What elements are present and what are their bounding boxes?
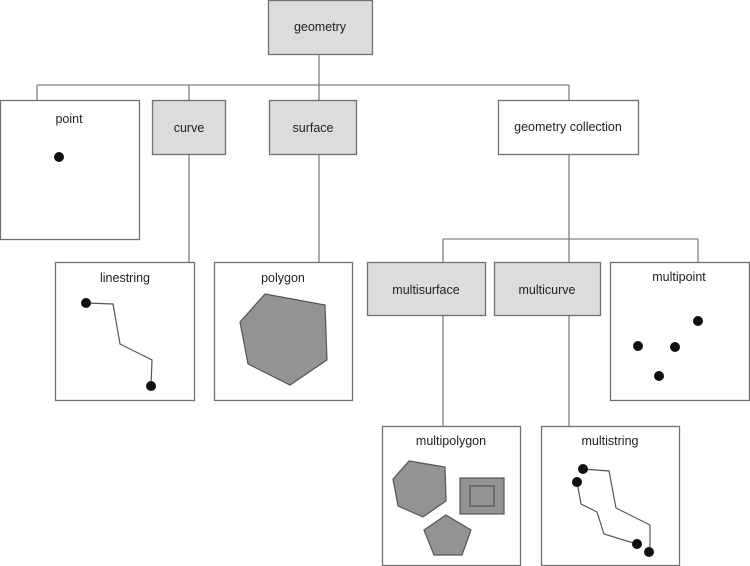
polygon-shape <box>239 293 328 386</box>
multistring-dot <box>644 547 654 557</box>
node-curve-label: curve <box>174 121 205 135</box>
node-multistring-label: multistring <box>582 434 639 448</box>
node-geometry-label: geometry <box>294 20 347 34</box>
node-geometry: geometry <box>267 0 374 56</box>
node-multipoint-label: multipoint <box>652 270 706 284</box>
multipolygon-hexagon <box>392 460 447 518</box>
node-linestring: linestring <box>54 261 196 402</box>
node-multipoint: multipoint <box>609 261 750 402</box>
multipoint-dot <box>670 342 680 352</box>
multipolygon-pentagon <box>423 514 472 556</box>
node-curve: curve <box>151 99 227 156</box>
node-multicurve-label: multicurve <box>519 283 576 297</box>
node-point: point <box>0 99 141 241</box>
node-multipolygon: multipolygon <box>381 425 522 566</box>
multipoint-dot <box>654 371 664 381</box>
node-point-label: point <box>55 112 83 126</box>
multistring-path-1 <box>582 468 651 552</box>
multistring-dot <box>632 539 642 549</box>
node-multisurface: multisurface <box>366 261 487 317</box>
node-polygon: polygon <box>213 261 354 402</box>
multistring-dot <box>578 464 588 474</box>
node-multisurface-label: multisurface <box>392 283 459 297</box>
linestring-end-dot <box>146 381 156 391</box>
connectors <box>36 55 699 427</box>
node-surface-label: surface <box>293 121 334 135</box>
multistring-path-2 <box>576 481 638 545</box>
linestring-start-dot <box>81 298 91 308</box>
node-geometry-collection: geometry collection <box>497 99 640 156</box>
node-multistring: multistring <box>540 425 681 566</box>
multipoint-dot <box>693 316 703 326</box>
linestring-path <box>85 302 153 387</box>
multipoint-dot <box>633 341 643 351</box>
multipolygon-inner-hole <box>469 485 495 507</box>
multistring-dot <box>572 477 582 487</box>
node-polygon-label: polygon <box>261 271 305 285</box>
node-surface: surface <box>268 99 358 156</box>
point-dot <box>54 152 64 162</box>
node-geometry-collection-label: geometry collection <box>514 120 622 134</box>
node-multicurve: multicurve <box>493 261 602 317</box>
node-multipolygon-label: multipolygon <box>416 434 486 448</box>
node-linestring-label: linestring <box>100 271 150 285</box>
